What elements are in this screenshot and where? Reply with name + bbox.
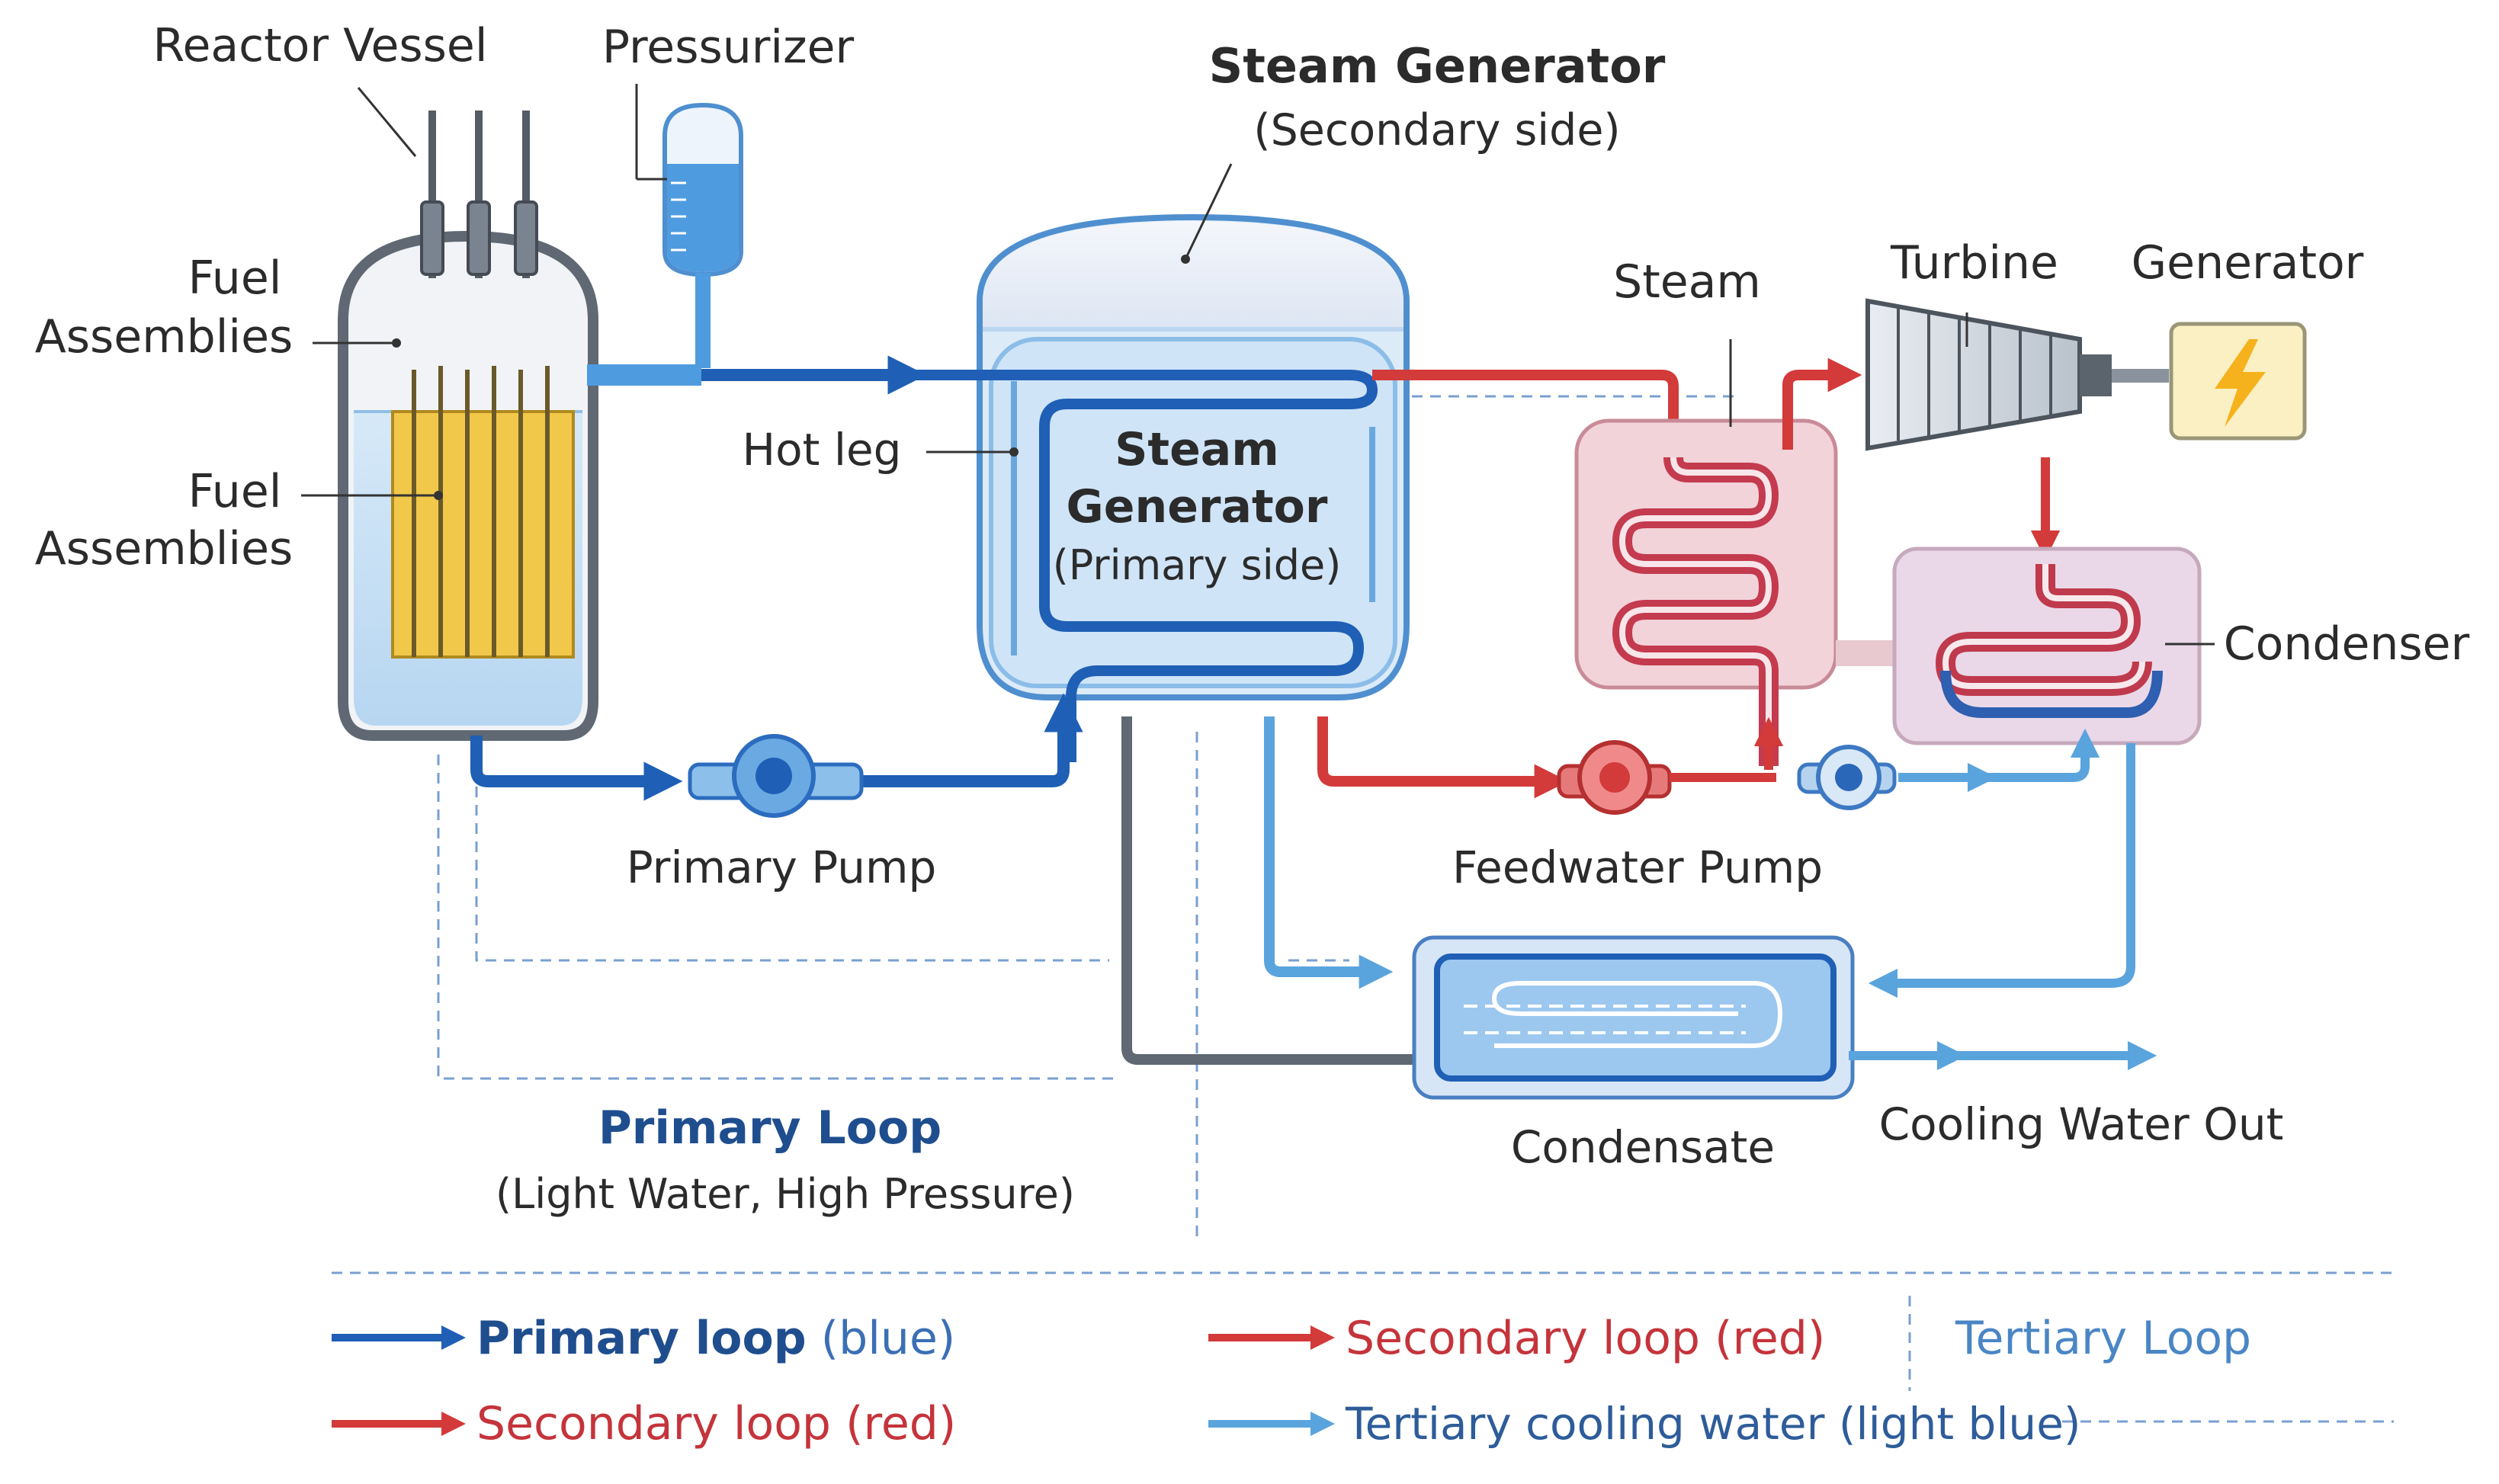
pressurizer: [662, 102, 743, 368]
label-sg-secondary-title: Steam Generator: [1209, 38, 1666, 94]
legend-tertiary-cooling: Tertiary cooling water (light blue): [1345, 1398, 2081, 1450]
lightning-icon: [2215, 339, 2266, 427]
label-reactor-vessel: Reactor Vessel: [152, 19, 487, 72]
steam-generator: [907, 213, 1410, 762]
legend-secondary-bottom: Secondary loop (red): [476, 1397, 956, 1450]
steam-exchanger: [1574, 418, 1838, 766]
legend-tertiary-loop: Tertiary Loop: [1955, 1312, 2251, 1365]
label-condensate: Condensate: [1511, 1121, 1775, 1173]
label-cooling-water-out: Cooling Water Out: [1879, 1098, 2284, 1150]
label-primary-loop-sub: (Light Water, High Pressure): [496, 1170, 1075, 1218]
feedwater-pump-red: [1557, 740, 1672, 815]
label-hot-leg: Hot leg: [743, 424, 902, 476]
legend-primary: Primary loop (blue): [476, 1312, 955, 1365]
label-feedwater-pump: Feedwater Pump: [1452, 841, 1823, 893]
label-condenser: Condenser: [2224, 617, 2470, 671]
label-primary-loop-title: Primary Loop: [598, 1101, 942, 1155]
reactor-vessel: [338, 111, 598, 741]
legend-secondary-top: Secondary loop (red): [1346, 1312, 1825, 1365]
label-fuel-assemblies-2a: Fuel: [188, 465, 282, 518]
steam-line: [1372, 370, 1679, 457]
turbine: [1865, 298, 2169, 451]
label-fuel-assemblies-2b: Assemblies: [35, 522, 294, 575]
label-steam: Steam: [1613, 255, 1761, 309]
dashed-guides: [332, 395, 2394, 1423]
feedwater-pump-blue: [1797, 745, 1897, 810]
label-primary-pump: Primary Pump: [627, 841, 937, 893]
legend: Primary loop (blue) Secondary loop (red)…: [332, 1312, 2251, 1450]
label-sg-secondary-sub: (Secondary side): [1253, 105, 1620, 155]
label-turbine: Turbine: [1890, 236, 2058, 290]
label-generator: Generator: [2132, 236, 2364, 290]
label-sg-primary-2: Generator: [1067, 480, 1328, 534]
control-rods: [420, 111, 538, 278]
label-pressurizer: Pressurizer: [602, 21, 855, 74]
primary-pump: [688, 734, 864, 818]
condenser: [1836, 546, 2202, 745]
cold-leg-pipe: [470, 736, 683, 801]
label-fuel-assemblies-1b: Assemblies: [35, 310, 294, 364]
label-fuel-assemblies-1a: Fuel: [188, 252, 282, 305]
generator: [2169, 322, 2307, 441]
fuel-assembly-core: [391, 410, 575, 659]
condensate-exchanger: [1412, 935, 1855, 1100]
label-sg-primary-1: Steam: [1115, 423, 1279, 476]
label-sg-primary-sub: (Primary side): [1053, 541, 1342, 589]
